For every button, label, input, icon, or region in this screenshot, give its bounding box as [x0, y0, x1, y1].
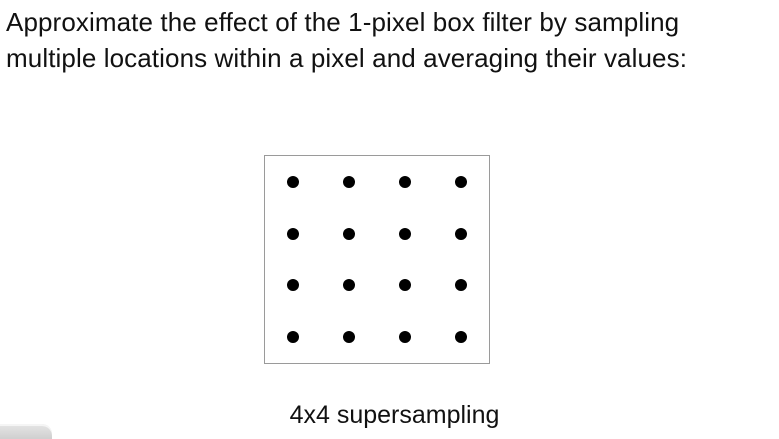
sample-point-r4-c1	[287, 331, 299, 344]
sample-point-r2-c2	[343, 227, 355, 240]
pixel-box	[264, 155, 490, 364]
heading-line-2: multiple locations within a pixel and av…	[6, 43, 688, 73]
sample-point-r1-c2	[343, 175, 355, 188]
sample-point-r4-c3	[399, 331, 411, 344]
sample-point-r1-c1	[287, 175, 299, 188]
corner-artifact	[0, 424, 52, 439]
sample-point-r3-c1	[287, 279, 299, 292]
heading-line-1: Approximate the effect of the 1-pixel bo…	[6, 7, 680, 37]
sample-point-r2-c3	[399, 227, 411, 240]
sample-point-r4-c2	[343, 331, 355, 344]
sample-point-r1-c3	[399, 175, 411, 188]
sample-point-r3-c2	[343, 279, 355, 292]
sample-point-r1-c4	[455, 175, 467, 188]
sample-point-r3-c4	[455, 279, 467, 292]
diagram-caption: 4x4 supersampling	[289, 401, 500, 429]
sample-point-r4-c4	[455, 331, 467, 344]
slide-heading: Approximate the effect of the 1-pixel bo…	[6, 4, 778, 76]
sample-point-r2-c4	[455, 227, 467, 240]
sample-point-r2-c1	[287, 227, 299, 240]
sample-point-r3-c3	[399, 279, 411, 292]
